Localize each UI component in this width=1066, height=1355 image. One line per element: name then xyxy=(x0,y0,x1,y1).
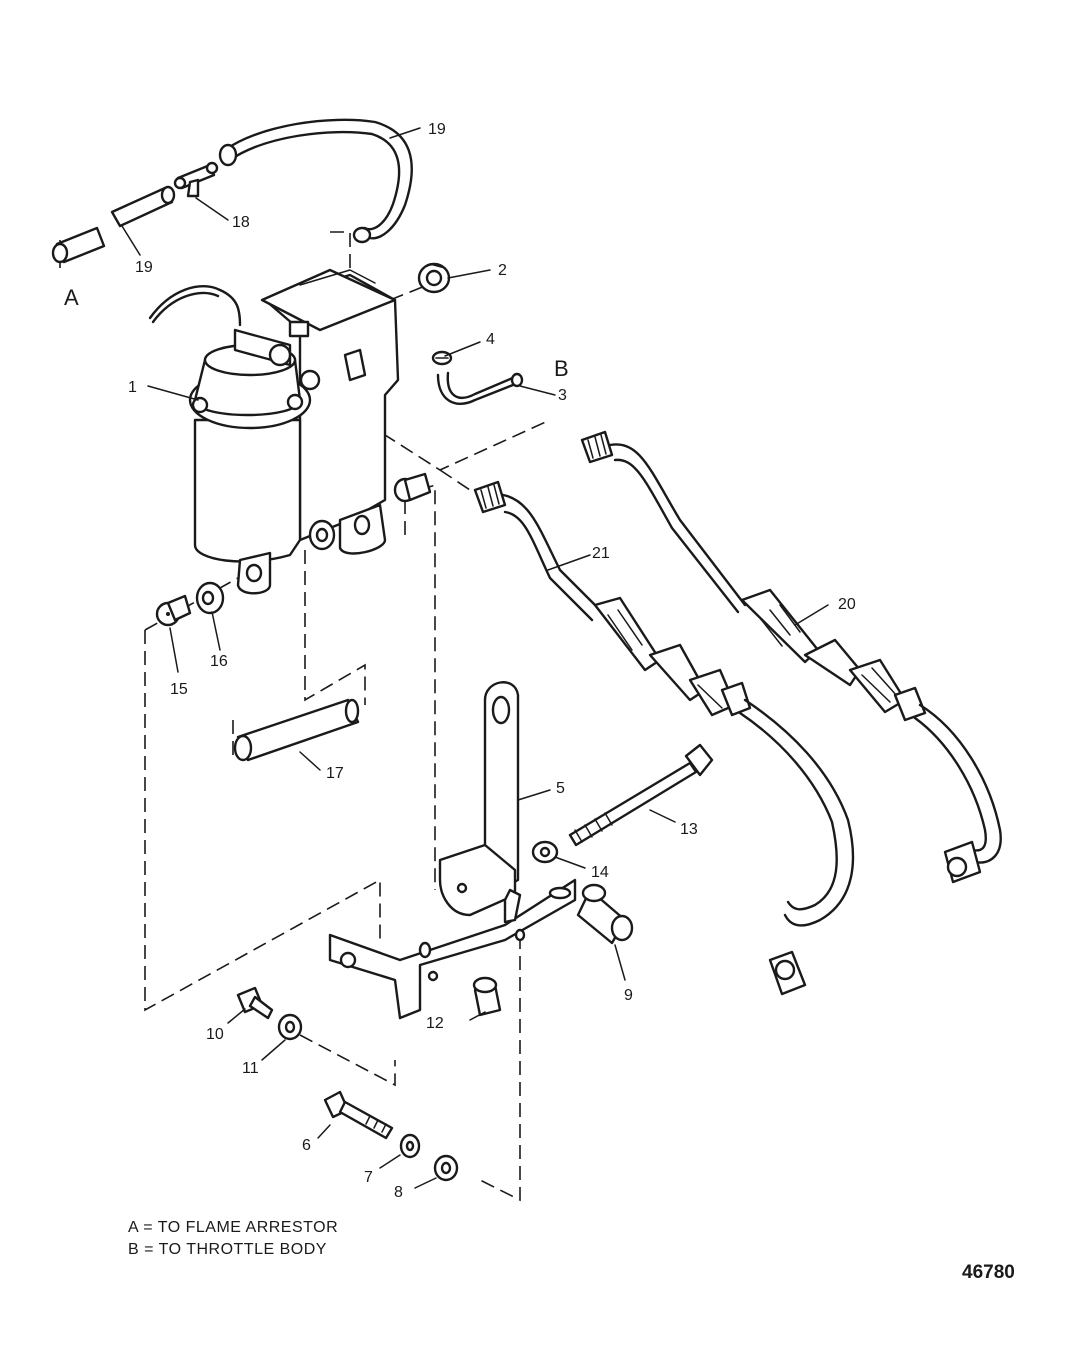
marker-b: B xyxy=(554,356,569,381)
callout-6: 6 xyxy=(302,1137,311,1154)
legend-b: B = TO THROTTLE BODY xyxy=(128,1241,327,1258)
washer-11 xyxy=(277,1013,303,1041)
callout-21: 21 xyxy=(592,545,610,562)
callout-13: 13 xyxy=(680,821,698,838)
grommet-16 xyxy=(195,581,225,615)
callout-19-lower: 19 xyxy=(135,259,153,276)
legend: A = TO FLAME ARRESTOR B = TO THROTTLE BO… xyxy=(128,1219,338,1258)
callout-14: 14 xyxy=(591,864,609,881)
hose-3 xyxy=(436,371,524,405)
legend-a: A = TO FLAME ARRESTOR xyxy=(128,1219,338,1236)
callout-1: 1 xyxy=(128,379,137,396)
grommet-2 xyxy=(417,262,451,294)
vent-hose-19-upper xyxy=(218,118,413,244)
bolt-15 xyxy=(155,594,192,627)
clamp-4 xyxy=(431,350,453,366)
callout-4: 4 xyxy=(486,331,495,348)
callout-11: 11 xyxy=(242,1060,259,1077)
callout-7: 7 xyxy=(364,1169,373,1186)
washer-7 xyxy=(399,1133,421,1159)
bushing-top xyxy=(308,472,432,551)
callout-5: 5 xyxy=(556,780,565,797)
bolt-6 xyxy=(323,1090,394,1140)
bolt-10 xyxy=(236,986,274,1020)
callout-19-upper: 19 xyxy=(428,121,446,138)
fuel-canister-1 xyxy=(148,268,400,595)
fuel-line-21 xyxy=(473,480,855,996)
callout-16: 16 xyxy=(210,653,228,670)
washer-14 xyxy=(531,840,559,864)
vent-hose-19-lower xyxy=(51,185,176,264)
callout-3: 3 xyxy=(558,387,567,404)
tee-fitting-18 xyxy=(173,161,219,198)
callout-2: 2 xyxy=(498,262,507,279)
callout-labels: 19 18 19 2 4 3 1 21 20 5 13 14 9 12 17 1… xyxy=(64,121,856,1201)
callout-8: 8 xyxy=(394,1184,403,1201)
bracket-5 xyxy=(438,681,520,917)
figure-number: 46780 xyxy=(962,1262,1015,1283)
spacer-12 xyxy=(472,976,502,1017)
bolt-13 xyxy=(568,743,714,847)
marker-a: A xyxy=(64,285,79,310)
callout-10: 10 xyxy=(206,1026,224,1043)
washer-8 xyxy=(433,1154,459,1182)
fuel-line-20 xyxy=(580,430,1002,884)
callout-9: 9 xyxy=(624,987,633,1004)
spacer-9 xyxy=(576,883,634,945)
callout-12: 12 xyxy=(426,1015,444,1032)
spacer-17 xyxy=(233,698,360,762)
callout-15: 15 xyxy=(170,681,188,698)
bracket-plate xyxy=(328,878,577,1020)
callout-18: 18 xyxy=(232,214,250,231)
callout-17: 17 xyxy=(326,765,344,782)
callout-20: 20 xyxy=(838,596,856,613)
leader-lines xyxy=(121,127,829,1189)
